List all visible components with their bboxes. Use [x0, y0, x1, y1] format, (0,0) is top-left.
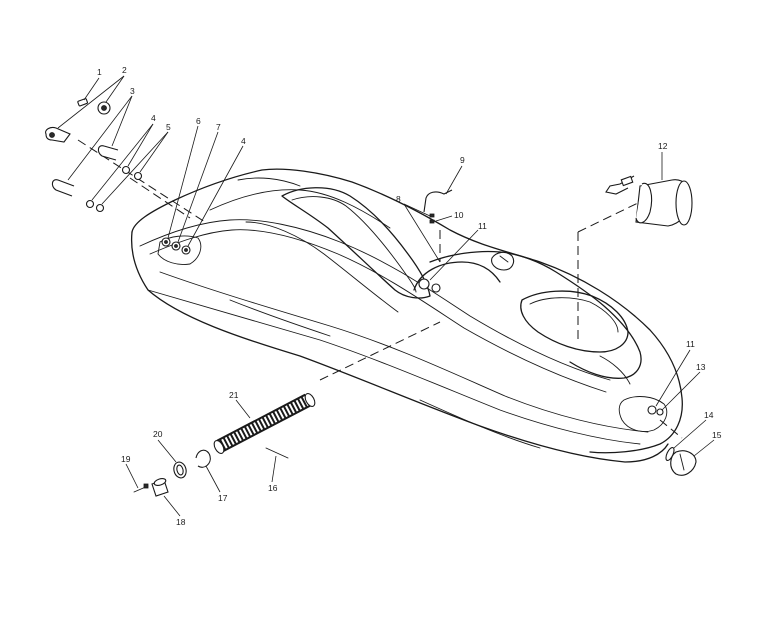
screw-part-19 — [133, 483, 149, 493]
drain-plug-part-13 — [656, 408, 664, 416]
callout-16: 16 — [268, 483, 278, 493]
callout-20: 20 — [153, 429, 163, 439]
callout-7: 7 — [216, 122, 221, 132]
watercraft-hull — [130, 168, 683, 463]
callout-17: 17 — [218, 493, 228, 503]
callout-21: 21 — [229, 390, 239, 400]
callout-2: 2 — [122, 65, 127, 75]
callout-10: 10 — [454, 210, 464, 220]
callout-15: 15 — [712, 430, 722, 440]
callout-18: 18 — [176, 517, 186, 527]
sleeve-part-18 — [151, 478, 169, 497]
u-bolt-part-3 — [51, 145, 119, 197]
callout-14: 14 — [704, 410, 714, 420]
callout-3: 3 — [130, 86, 135, 96]
callout-9: 9 — [460, 155, 465, 165]
assembly-guide-lines — [77, 139, 683, 439]
ring-part-20 — [173, 461, 187, 479]
callout-4-right: 4 — [241, 136, 246, 146]
callout-13: 13 — [696, 362, 706, 372]
clamp-part-17 — [195, 449, 211, 468]
callout-19: 19 — [121, 454, 131, 464]
callout-labels: 1 2 3 4 5 6 7 4 9 8 10 11 12 11 13 14 15… — [97, 65, 722, 527]
hardware-parts — [45, 98, 697, 497]
knob-part-2 — [45, 101, 111, 143]
pins-parts-8-10 — [429, 213, 435, 224]
screw-part-1 — [77, 98, 88, 107]
pin-part-16 — [265, 447, 289, 459]
callout-1: 1 — [97, 67, 102, 77]
callout-leaders — [57, 75, 715, 517]
clip-part-9 — [423, 189, 453, 213]
callout-5: 5 — [166, 122, 171, 132]
callout-11-front: 11 — [686, 339, 695, 349]
hull-fasteners-parts-6-7 — [161, 237, 191, 255]
cap-part-15 — [670, 450, 697, 476]
callout-4-left: 4 — [151, 113, 156, 123]
callout-8: 8 — [396, 194, 401, 204]
hose-part-21 — [213, 392, 316, 455]
extinguisher-part-12 — [605, 175, 693, 227]
callout-12: 12 — [658, 141, 668, 151]
callout-6: 6 — [196, 116, 201, 126]
callout-11-top: 11 — [478, 221, 487, 231]
fitting-part-11 — [418, 278, 657, 415]
nuts-washers-parts-4-5 — [85, 165, 143, 213]
